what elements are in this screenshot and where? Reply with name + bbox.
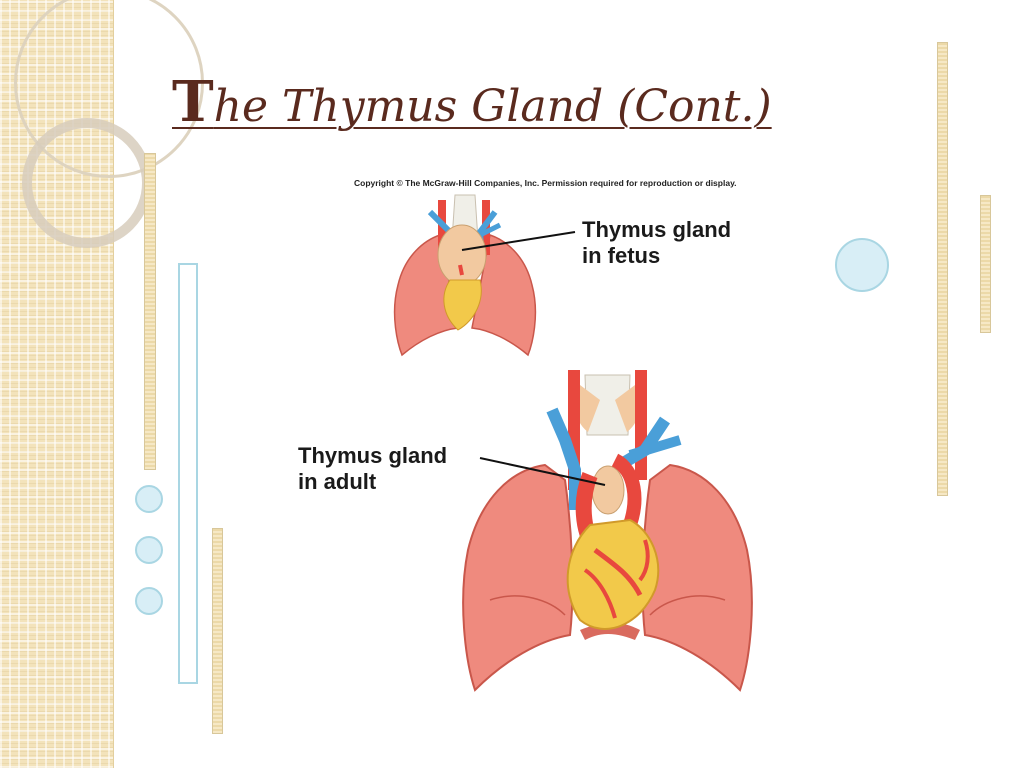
decor-bar-right — [937, 42, 948, 496]
fetus-label-line1: Thymus gland — [582, 217, 732, 242]
adult-anatomy — [462, 370, 753, 692]
slide-title: The Thymus Gland (Cont.) — [172, 62, 772, 142]
decor-dot-2 — [135, 536, 163, 564]
thymus-illustration — [393, 194, 753, 692]
title-initial: T — [172, 69, 214, 135]
fetus-label: Thymus gland in fetus — [582, 217, 731, 269]
fetus-anatomy — [393, 194, 537, 357]
decor-dot-large — [835, 238, 889, 292]
decor-ring-small — [22, 118, 152, 248]
decor-bar-bottom-left — [212, 528, 223, 734]
adult-label-line1: Thymus gland — [298, 443, 448, 468]
copyright-notice: Copyright © The McGraw-Hill Companies, I… — [354, 178, 737, 188]
decor-frame — [178, 263, 198, 684]
title-text: he Thymus Gland (Cont.) — [213, 81, 772, 132]
decor-dot-1 — [135, 485, 163, 513]
decor-bar-right-short — [980, 195, 991, 333]
fetus-label-line2: in fetus — [582, 243, 661, 268]
adult-label-line2: in adult — [298, 469, 377, 494]
adult-label: Thymus gland in adult — [298, 443, 447, 495]
decor-dot-3 — [135, 587, 163, 615]
decor-bar-left — [144, 153, 156, 470]
